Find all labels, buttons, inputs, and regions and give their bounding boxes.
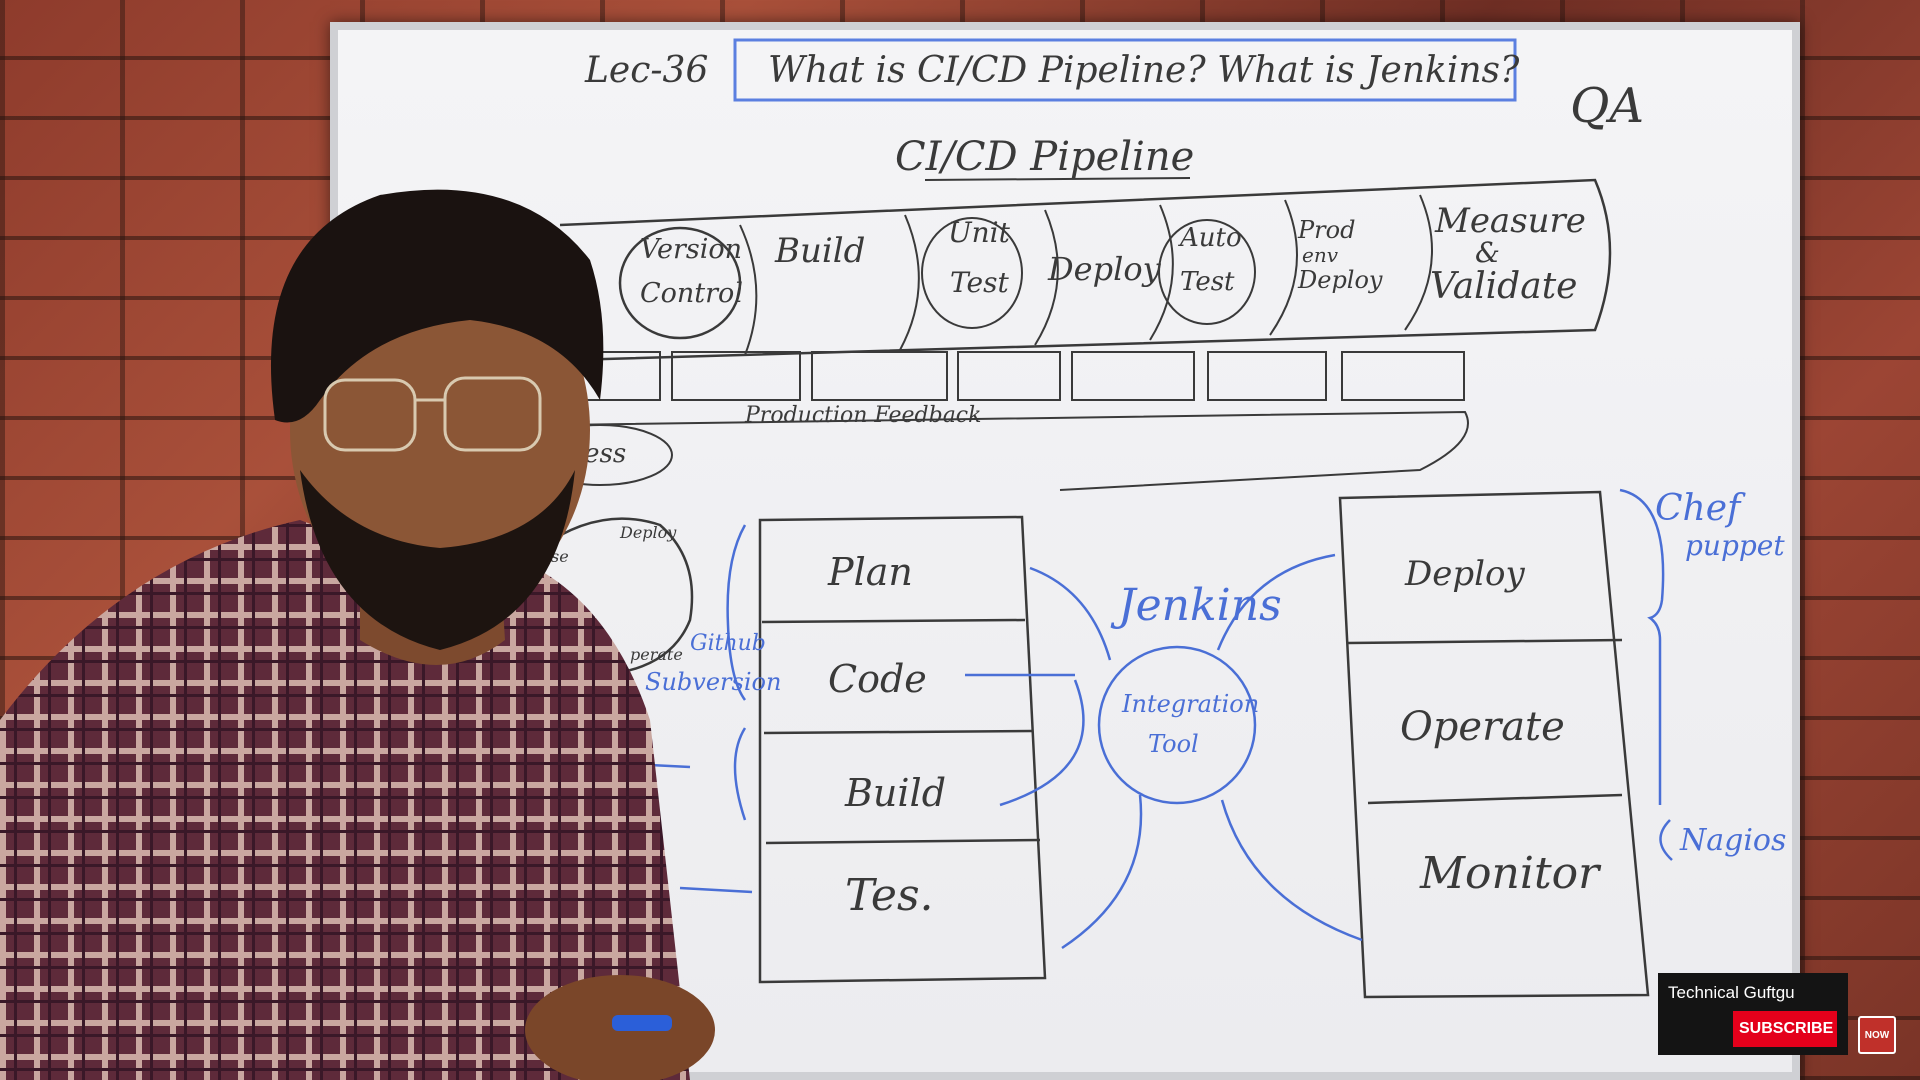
stack-test: Tes. bbox=[845, 870, 934, 921]
stack-deploy: Deploy bbox=[1404, 554, 1525, 594]
stack-code: Code bbox=[828, 657, 927, 701]
pipeline-title: CI/CD Pipeline bbox=[895, 134, 1194, 180]
tool-nagios: Nagios bbox=[1679, 823, 1786, 858]
stage-build: Build bbox=[774, 231, 865, 271]
svg-text:env: env bbox=[1302, 243, 1339, 267]
integration-tool-line1: Integration bbox=[1121, 690, 1259, 718]
stage-unit-test: Unit bbox=[948, 216, 1011, 249]
svg-text:Test: Test bbox=[950, 266, 1009, 299]
pipeline-cylinder bbox=[559, 178, 1612, 362]
production-feedback: Production Feedback bbox=[744, 403, 981, 428]
subscribe-button[interactable]: SUBSCRIBE bbox=[1733, 1011, 1837, 1047]
stack-build: Build bbox=[844, 771, 946, 815]
svg-text:&: & bbox=[1475, 236, 1500, 269]
lecture-number: Lec-36 bbox=[584, 50, 708, 91]
left-stack-labels: Plan Code Build Tes. bbox=[827, 550, 946, 921]
svg-text:Test: Test bbox=[1180, 267, 1235, 297]
integration-tool-line2: Tool bbox=[1148, 730, 1199, 758]
stack-monitor: Monitor bbox=[1419, 848, 1602, 899]
stack-operate: Operate bbox=[1400, 704, 1565, 750]
title-box bbox=[733, 38, 1517, 102]
svg-text:Control: Control bbox=[640, 278, 743, 309]
jenkins-label: Jenkins bbox=[1110, 580, 1282, 631]
channel-badge: Technical Guftgu SUBSCRIBE bbox=[1658, 973, 1848, 1055]
stage-auto-test: Auto bbox=[1178, 223, 1242, 253]
subscribe-now-icon[interactable]: NOW bbox=[1858, 1016, 1896, 1054]
right-stack-labels: Deploy Operate Monitor bbox=[1400, 554, 1602, 899]
tool-github: Github bbox=[690, 631, 766, 656]
stack-plan: Plan bbox=[827, 550, 913, 594]
tool-puppet: puppet bbox=[1685, 529, 1785, 562]
channel-name: Technical Guftgu bbox=[1668, 983, 1795, 1002]
stage-version-control: Version bbox=[640, 234, 742, 265]
stage-deploy: Deploy bbox=[1047, 250, 1162, 288]
cycle-fragment-deploy: Deploy bbox=[619, 523, 677, 542]
tool-subversion: Subversion bbox=[645, 668, 781, 696]
stage-measure-validate: Measure bbox=[1434, 201, 1586, 241]
cycle-fragment-release: ease bbox=[532, 547, 569, 566]
pipeline-stage-labels: Version Control Build Unit Test Deploy A… bbox=[640, 201, 1586, 309]
success-fragment: ccess bbox=[555, 439, 626, 469]
board-title: What is CI/CD Pipeline? What is Jenkins? bbox=[768, 50, 1520, 91]
svg-text:Deploy: Deploy bbox=[1297, 266, 1383, 294]
qa-label: QA bbox=[1570, 78, 1644, 134]
tool-chef: Chef bbox=[1655, 488, 1746, 529]
svg-text:Validate: Validate bbox=[1430, 266, 1577, 307]
cycle-fragment-operate: perate bbox=[630, 645, 683, 664]
stage-prod-deploy: Prod bbox=[1297, 216, 1355, 244]
